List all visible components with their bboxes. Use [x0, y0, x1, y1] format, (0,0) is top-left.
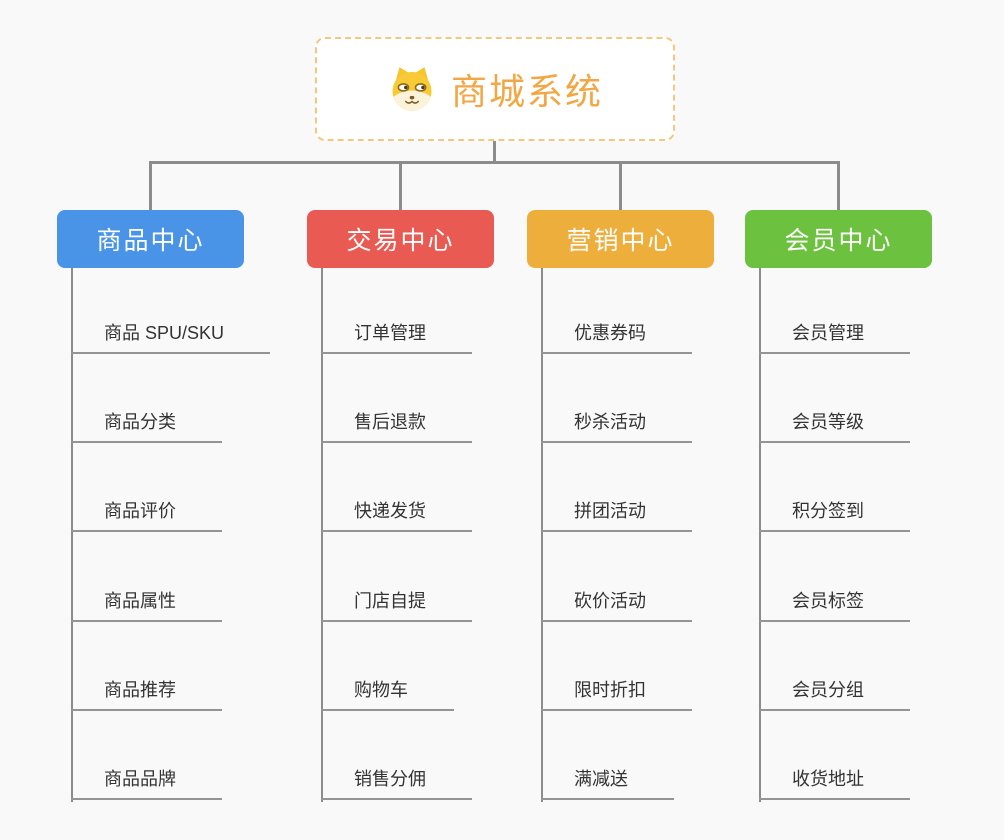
topic-row: 商品推荐 [71, 622, 270, 711]
topic-node[interactable]: 限时折扣 [541, 676, 692, 711]
topic-node[interactable]: 售后退款 [321, 408, 472, 444]
topic-row: 拼团活动 [541, 443, 692, 533]
topic-node[interactable]: 会员分组 [759, 676, 910, 711]
branch-column-1: 商品中心 商品 SPU/SKU 商品分类 商品评价 商品属性 商品推荐 商品品牌 [57, 210, 271, 802]
topic-node[interactable]: 门店自提 [321, 587, 472, 622]
topic-row: 积分签到 [759, 443, 910, 533]
topic-row: 满减送 [541, 711, 692, 800]
topic-node[interactable]: 商品 SPU/SKU [71, 319, 271, 354]
topic-row: 商品品牌 [71, 711, 270, 800]
connector-root-stem [493, 141, 496, 163]
branch-items: 优惠券码 秒杀活动 拼团活动 砍价活动 限时折扣 满减送 [541, 268, 692, 800]
topic-node[interactable]: 购物车 [321, 676, 454, 711]
topic-node[interactable]: 快递发货 [321, 497, 472, 533]
topic-row: 快递发货 [321, 443, 472, 533]
branch-connector-line [541, 268, 543, 802]
branch-column-2: 交易中心 订单管理 售后退款 快递发货 门店自提 购物车 销售分佣 [307, 210, 494, 802]
topic-row: 商品属性 [71, 532, 270, 622]
topic-row: 秒杀活动 [541, 354, 692, 444]
topic-row: 收货地址 [759, 711, 910, 800]
topic-row: 会员标签 [759, 532, 910, 622]
branch-items: 订单管理 售后退款 快递发货 门店自提 购物车 销售分佣 [321, 268, 472, 800]
topic-row: 售后退款 [321, 354, 472, 444]
branch-items: 会员管理 会员等级 积分签到 会员标签 会员分组 收货地址 [759, 268, 910, 800]
topic-row: 商品分类 [71, 354, 270, 444]
topic-node[interactable]: 秒杀活动 [541, 408, 692, 444]
branch-node[interactable]: 会员中心 [745, 210, 932, 268]
topic-row: 限时折扣 [541, 622, 692, 711]
topic-row: 砍价活动 [541, 532, 692, 622]
topic-row: 订单管理 [321, 268, 472, 354]
connector-drop-4 [837, 161, 840, 210]
connector-rail [149, 161, 840, 164]
topic-row: 会员分组 [759, 622, 910, 711]
topic-node[interactable]: 会员等级 [759, 408, 910, 444]
topic-node[interactable]: 满减送 [541, 765, 674, 800]
connector-drop-3 [619, 161, 622, 210]
root-node-title: 商城系统 [450, 71, 603, 112]
topic-node[interactable]: 商品推荐 [71, 676, 222, 711]
branch-node[interactable]: 交易中心 [307, 210, 494, 268]
branch-column-3: 营销中心 优惠券码 秒杀活动 拼团活动 砍价活动 限时折扣 满减送 [527, 210, 714, 802]
branch-connector-line [71, 268, 73, 802]
branch-node[interactable]: 商品中心 [57, 210, 244, 268]
topic-row: 商品 SPU/SKU [71, 268, 271, 354]
connector-drop-1 [149, 161, 152, 210]
topic-node[interactable]: 商品分类 [71, 408, 222, 444]
root-node-mall-system[interactable]: 商城系统 [315, 37, 675, 141]
branch-column-4: 会员中心 会员管理 会员等级 积分签到 会员标签 会员分组 收货地址 [745, 210, 932, 802]
topic-node[interactable]: 订单管理 [321, 319, 472, 354]
topic-node[interactable]: 商品评价 [71, 497, 222, 533]
topic-row: 销售分佣 [321, 711, 472, 800]
topic-row: 会员等级 [759, 354, 910, 444]
topic-node[interactable]: 收货地址 [759, 765, 910, 800]
branch-connector-line [759, 268, 761, 802]
topic-node[interactable]: 会员标签 [759, 587, 910, 622]
branch-items: 商品 SPU/SKU 商品分类 商品评价 商品属性 商品推荐 商品品牌 [71, 268, 271, 800]
topic-row: 门店自提 [321, 532, 472, 622]
topic-row: 购物车 [321, 622, 472, 711]
topic-node[interactable]: 优惠券码 [541, 319, 692, 354]
dog-face-icon [387, 64, 437, 114]
topic-row: 商品评价 [71, 443, 270, 533]
topic-node[interactable]: 拼团活动 [541, 497, 692, 533]
topic-node[interactable]: 砍价活动 [541, 587, 692, 622]
topic-node[interactable]: 销售分佣 [321, 765, 472, 800]
topic-node[interactable]: 商品品牌 [71, 765, 222, 800]
branch-node[interactable]: 营销中心 [527, 210, 714, 268]
topic-row: 优惠券码 [541, 268, 692, 354]
topic-node[interactable]: 会员管理 [759, 319, 910, 354]
branch-connector-line [321, 268, 323, 802]
topic-node[interactable]: 商品属性 [71, 587, 222, 622]
topic-node[interactable]: 积分签到 [759, 497, 910, 533]
connector-drop-2 [399, 161, 402, 210]
topic-row: 会员管理 [759, 268, 910, 354]
